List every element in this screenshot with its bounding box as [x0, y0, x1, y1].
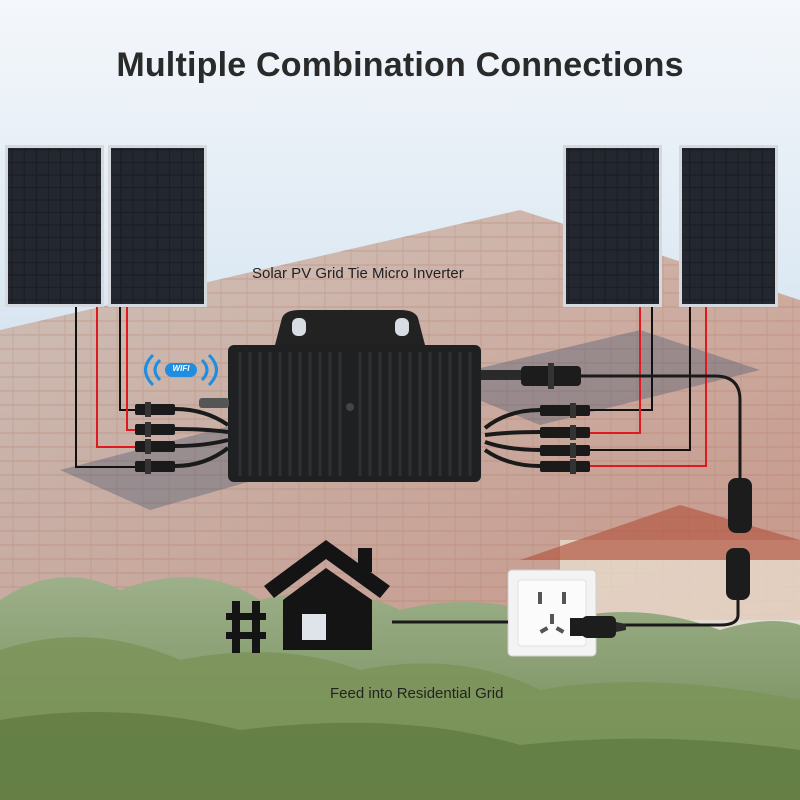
dc-wires-left	[75, 307, 135, 468]
page-title: Multiple Combination Connections	[116, 46, 684, 84]
grid-label: Feed into Residential Grid	[330, 685, 504, 702]
solar-panel-icon	[563, 145, 662, 307]
connector-icon	[540, 403, 590, 474]
solar-panel-icon	[679, 145, 778, 307]
connector-icon	[135, 402, 175, 474]
plug-icon	[570, 616, 626, 638]
dc-wires-right	[590, 307, 707, 467]
wifi-icon	[144, 353, 218, 387]
wall-outlet-icon	[507, 569, 597, 657]
wifi-label: WIFI	[172, 364, 190, 373]
ac-output-cable	[481, 363, 752, 627]
micro-inverter-icon	[199, 310, 481, 482]
solar-panel-icon	[108, 145, 207, 307]
inverter-label: Solar PV Grid Tie Micro Inverter	[252, 265, 464, 282]
house-icon	[226, 540, 390, 653]
solar-panel-icon	[5, 145, 104, 307]
